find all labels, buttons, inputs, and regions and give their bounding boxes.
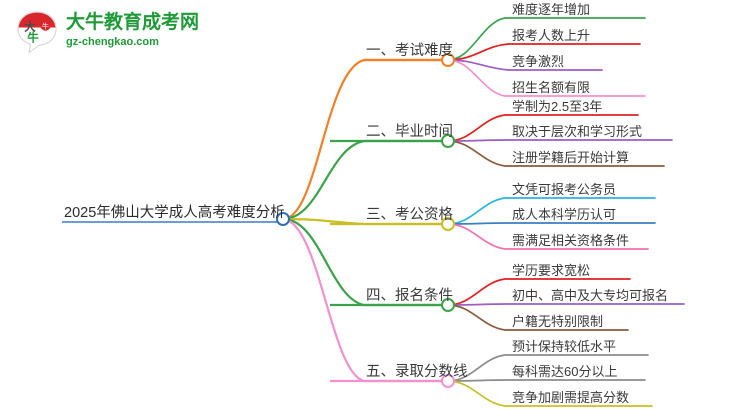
svg-text:牛: 牛: [27, 31, 39, 45]
leaf-curve-5-2: [447, 379, 646, 382]
svg-text:牛: 牛: [42, 21, 49, 30]
leaf-label-4-2[interactable]: 初中、高中及大专均可报名: [512, 288, 669, 303]
branch-label-2[interactable]: 二、毕业时间: [366, 124, 453, 140]
leaf-label-2-2[interactable]: 取决于层次和学习形式: [512, 124, 643, 139]
leaf-label-5-2[interactable]: 每科需达60分以上: [512, 364, 618, 379]
branch-label-3[interactable]: 三、考公资格: [366, 207, 453, 223]
leaf-curve-3-3: [447, 223, 649, 250]
leaf-label-5-3[interactable]: 竞争加剧需提高分数: [512, 390, 630, 405]
leaf-label-3-2[interactable]: 成人本科学历认可: [512, 207, 617, 222]
leaf-curve-4-2: [447, 303, 685, 306]
branch-label-1[interactable]: 一、考试难度: [366, 43, 453, 59]
leaf-label-2-1[interactable]: 学制为2.5至3年: [512, 99, 603, 114]
leaf-label-3-3[interactable]: 需满足相关资格条件: [512, 233, 630, 248]
leaf-label-1-2[interactable]: 报考人数上升: [512, 28, 591, 43]
leaf-curve-1-1: [447, 17, 646, 61]
leaf-curve-1-3: [447, 59, 603, 71]
leaf-label-2-3[interactable]: 注册学籍后开始计算: [512, 150, 630, 165]
root-node-label[interactable]: 2025年佛山大学成人高考难度分析: [64, 205, 285, 221]
leaf-label-1-3[interactable]: 竞争激烈: [512, 54, 565, 69]
brand-name: 大牛教育成考网: [66, 12, 200, 33]
branch-curve-5: [281, 217, 450, 383]
leaf-label-5-1[interactable]: 预计保持较低水平: [512, 339, 617, 354]
leaf-curve-4-3: [447, 304, 629, 331]
logo-text-block: 大牛教育成考网 gz-chengkao.com: [66, 12, 200, 49]
leaf-curve-5-3: [447, 380, 653, 407]
leaf-label-1-1[interactable]: 难度逐年增加: [512, 2, 591, 17]
site-logo[interactable]: 牛 大 牛 大牛教育成考网 gz-chengkao.com: [14, 8, 200, 56]
branch-curve-4: [281, 217, 450, 307]
brand-url: gz-chengkao.com: [66, 36, 159, 48]
root-node-circle: [276, 212, 290, 226]
branch-node-circle-2: [441, 134, 455, 148]
leaf-label-4-3[interactable]: 户籍无特别限制: [512, 314, 604, 329]
branch-label-5[interactable]: 五、录取分数线: [366, 364, 468, 380]
branch-node-circle-4: [441, 298, 455, 312]
branch-label-4[interactable]: 四、报名条件: [366, 288, 453, 304]
branch-node-circle-5: [441, 374, 455, 388]
daniu-bubble-icon: 牛 大 牛: [14, 10, 60, 54]
branch-curve-1: [281, 58, 450, 221]
branch-curve-2: [281, 139, 450, 221]
leaf-curve-2-3: [447, 140, 665, 167]
leaf-curve-2-2: [447, 139, 673, 142]
leaf-label-3-1[interactable]: 文凭可报考公务员: [512, 182, 617, 197]
leaf-curve-1-4: [447, 59, 646, 97]
svg-text:大: 大: [24, 20, 36, 34]
leaf-curve-3-2: [447, 222, 656, 225]
branch-node-circle-3: [441, 217, 455, 231]
leaf-label-4-1[interactable]: 学历要求宽松: [512, 263, 591, 278]
branch-node-circle-1: [441, 53, 455, 67]
leaf-label-1-4[interactable]: 招生名额有限: [512, 80, 591, 95]
